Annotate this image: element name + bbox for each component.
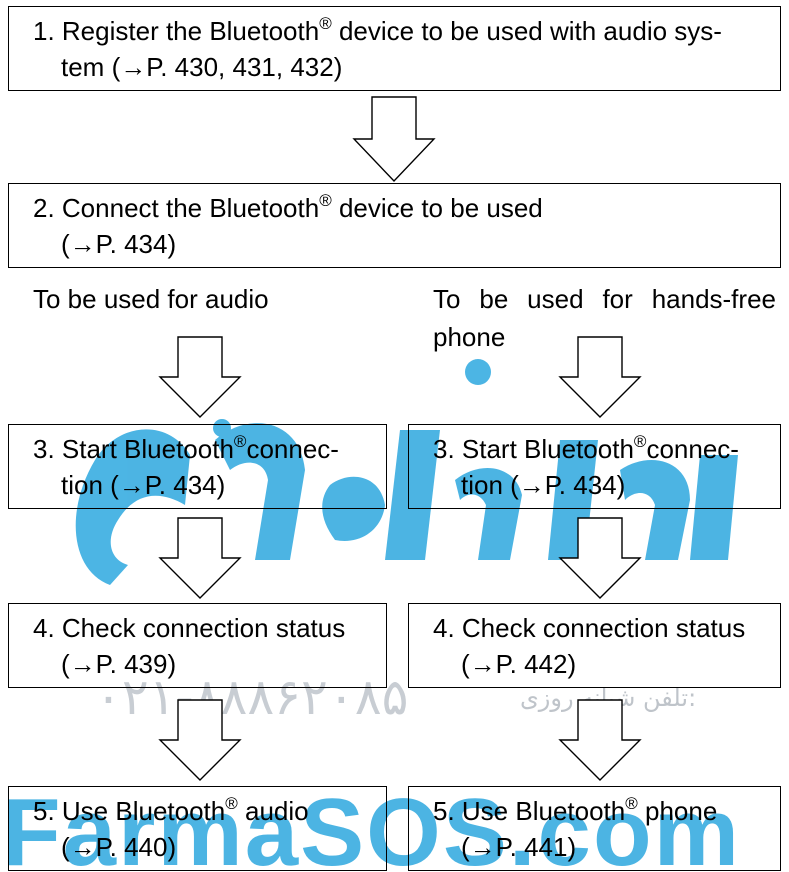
- flow-arrow-down-icon: [558, 336, 642, 418]
- branch-phone-label: To be used for hands-free phone: [433, 280, 776, 356]
- phone-step4-box: 4. Check connection status (→P. 442): [408, 603, 781, 688]
- phone-step3-line1: 3. Start Bluetooth®connec-: [433, 432, 739, 464]
- step2-line2: (→P. 434): [61, 229, 177, 259]
- audio-step5-line1: 5. Use Bluetooth® audio: [33, 794, 309, 826]
- phone-step3-box: 3. Start Bluetooth®connec- tion (→P. 434…: [408, 424, 781, 509]
- step2-connect-box: 2. Connect the Bluetooth® device to be u…: [8, 183, 781, 268]
- audio-step4-line2: (→P. 439): [61, 649, 177, 679]
- phone-step5-line2: (→P. 441): [461, 832, 577, 862]
- audio-step3-box: 3. Start Bluetooth®connec- tion (→P. 434…: [8, 424, 387, 509]
- flow-arrow-down-icon: [158, 336, 242, 418]
- step1-line2: tem (→P. 430, 431, 432): [61, 52, 343, 82]
- audio-step4-line1: 4. Check connection status: [33, 613, 346, 643]
- audio-step5-line2: (→P. 440): [61, 832, 177, 862]
- flow-arrow-down-icon: [158, 517, 242, 599]
- watermark-phone-number: ۰۲۱-۸۸۸۶۲۰۸۵: [95, 668, 409, 726]
- phone-step4-line2: (→P. 442): [461, 649, 577, 679]
- audio-step5-box: 5. Use Bluetooth® audio (→P. 440): [8, 786, 387, 871]
- audio-step4-box: 4. Check connection status (→P. 439): [8, 603, 387, 688]
- watermark-site-name: FarmaSOS.com: [2, 779, 741, 872]
- step1-line1: 1. Register the Bluetooth® device to be …: [33, 14, 722, 46]
- audio-step3-line1: 3. Start Bluetooth®connec-: [33, 432, 339, 464]
- branch-audio-label: To be used for audio: [33, 284, 269, 314]
- phone-step5-box: 5. Use Bluetooth® phone (→P. 441): [408, 786, 781, 871]
- phone-step4-line1: 4. Check connection status: [433, 613, 746, 643]
- phone-step3-line2: tion (→P. 434): [461, 470, 626, 500]
- branch-phone-label-line1: To be used for hands-free: [433, 284, 776, 314]
- flow-arrow-down-icon: [558, 517, 642, 599]
- flow-arrow-down-icon: [558, 699, 642, 781]
- audio-step3-line2: tion (→P. 434): [61, 470, 226, 500]
- phone-step5-line1: 5. Use Bluetooth® phone: [433, 794, 718, 826]
- flow-arrow-down-icon: [158, 699, 242, 781]
- step1-register-box: 1. Register the Bluetooth® device to be …: [8, 6, 781, 91]
- flow-arrow-down-icon: [352, 96, 436, 183]
- branch-phone-label-line2: phone: [433, 322, 506, 352]
- step2-line1: 2. Connect the Bluetooth® device to be u…: [33, 191, 543, 223]
